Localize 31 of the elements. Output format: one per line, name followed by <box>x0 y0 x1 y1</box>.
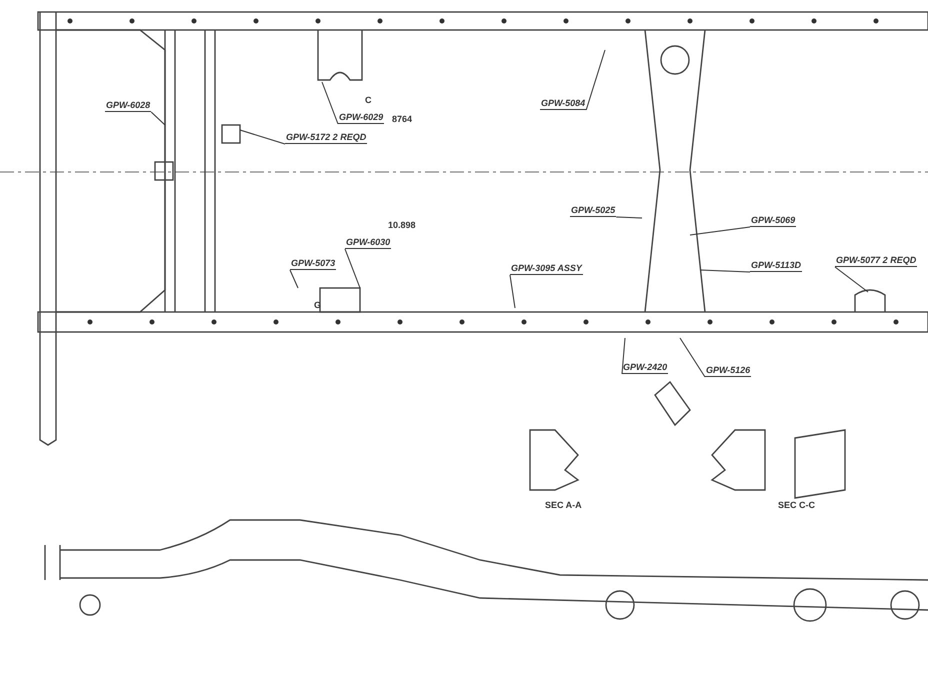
section-title: SEC C-C <box>778 500 816 510</box>
leader-line <box>344 248 360 288</box>
part-callout: GPW-5126 <box>705 365 752 377</box>
part-callout: GPW-5084 <box>540 98 586 110</box>
part-callout: GPW-5077 2 REQD <box>835 255 918 267</box>
dimension-value: 8764 <box>392 114 412 124</box>
leader-line <box>834 266 868 292</box>
part-callout: GPW-5069 <box>750 215 796 227</box>
leader-line <box>622 338 626 374</box>
part-callout: GPW-5113D <box>750 260 802 272</box>
leader-line <box>150 112 166 126</box>
part-callout: GPW-5172 2 REQD <box>285 132 368 144</box>
leader-line <box>700 270 750 272</box>
part-callout: GPW-3095 ASSY <box>510 263 583 275</box>
leader-line <box>690 226 750 236</box>
section-title: SEC A-A <box>545 500 582 510</box>
leader-line <box>680 338 706 378</box>
leader-line <box>240 130 286 144</box>
leader-line <box>322 82 338 124</box>
part-callout: GPW-6029 <box>338 112 384 124</box>
leader-line <box>586 50 606 110</box>
dimension-letter: C <box>365 95 372 105</box>
dimension-value: 10.898 <box>388 220 416 230</box>
part-callout: GPW-5073 <box>290 258 336 270</box>
part-callout: GPW-5025 <box>570 205 616 217</box>
part-callout: GPW-6028 <box>105 100 152 112</box>
part-callout: GPW-6030 <box>345 237 392 249</box>
leader-line <box>290 270 298 288</box>
part-callout: GPW-2420 <box>622 362 668 374</box>
leader-line <box>510 274 516 308</box>
leader-line <box>616 216 642 218</box>
